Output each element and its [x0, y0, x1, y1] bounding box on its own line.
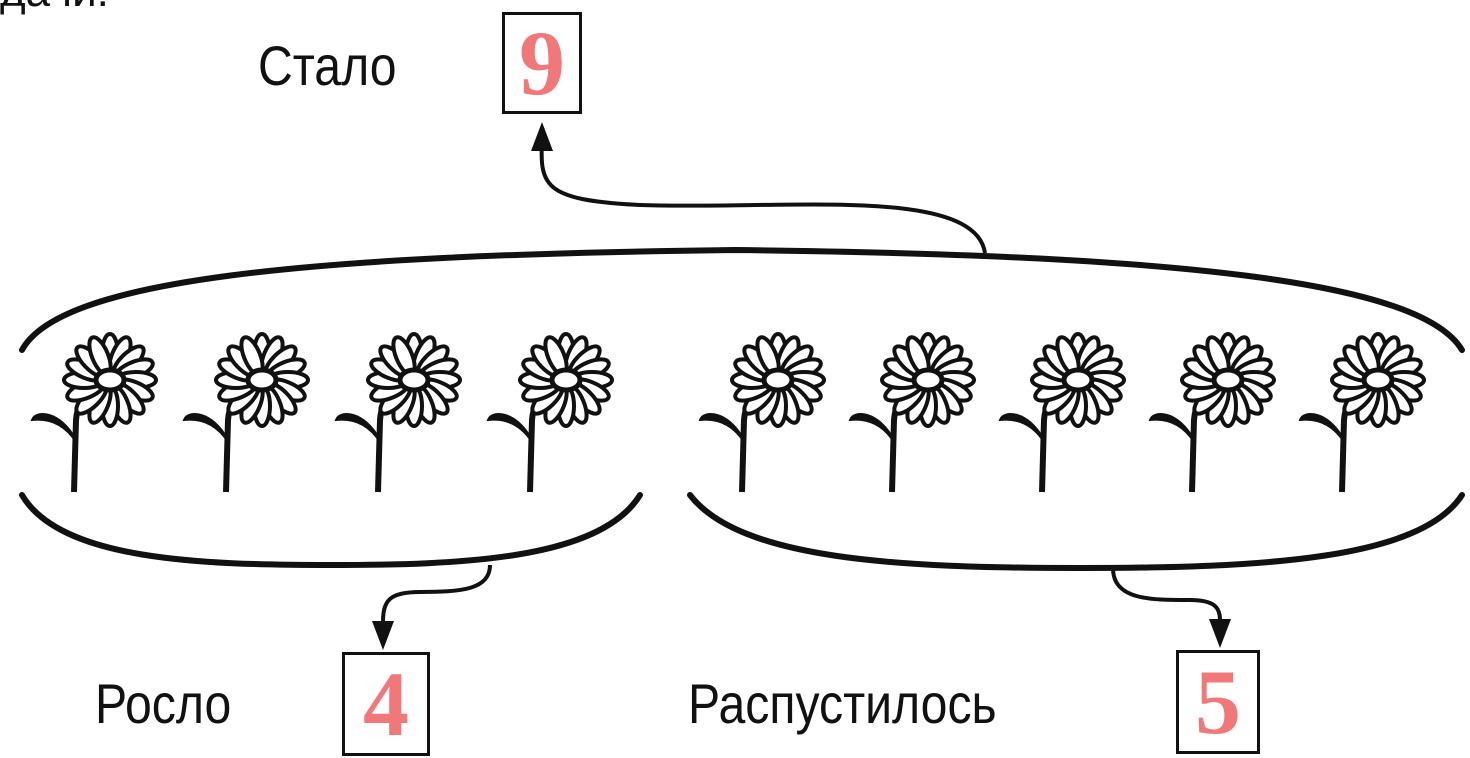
daisy-flower-icon [1148, 332, 1276, 493]
left-connector [381, 564, 492, 623]
right-connector [1111, 567, 1222, 621]
flowers-row [30, 332, 1426, 493]
right-answer-value: 5 [1195, 651, 1241, 753]
whole-set-bracket [19, 246, 1465, 353]
daisy-flower-icon [1298, 332, 1426, 493]
right-group-label: Распустилось [688, 672, 997, 735]
right-group-bracket [687, 492, 1465, 572]
left-answer-value: 4 [363, 653, 409, 755]
total-connector [539, 134, 987, 254]
daisy-flower-icon [182, 332, 310, 493]
daisy-flower-icon [30, 332, 158, 493]
total-answer-box: 9 [502, 12, 582, 114]
daisy-flower-icon [998, 332, 1126, 493]
left-group-bracket [19, 492, 643, 569]
left-group-label: Росло [95, 672, 232, 735]
arrow-head-icon [372, 621, 394, 650]
arrow-head-icon [531, 122, 553, 151]
daisy-flower-icon [486, 332, 614, 493]
total-label: Стало [258, 34, 397, 97]
total-answer-value: 9 [519, 12, 565, 114]
right-answer-box: 5 [1176, 650, 1260, 754]
cut-off-heading: дачи. [0, 0, 109, 14]
left-answer-box: 4 [342, 652, 430, 756]
daisy-flower-icon [334, 332, 462, 493]
daisy-flower-icon [848, 332, 976, 493]
daisy-flower-icon [698, 332, 826, 493]
arrow-head-icon [1209, 619, 1231, 648]
